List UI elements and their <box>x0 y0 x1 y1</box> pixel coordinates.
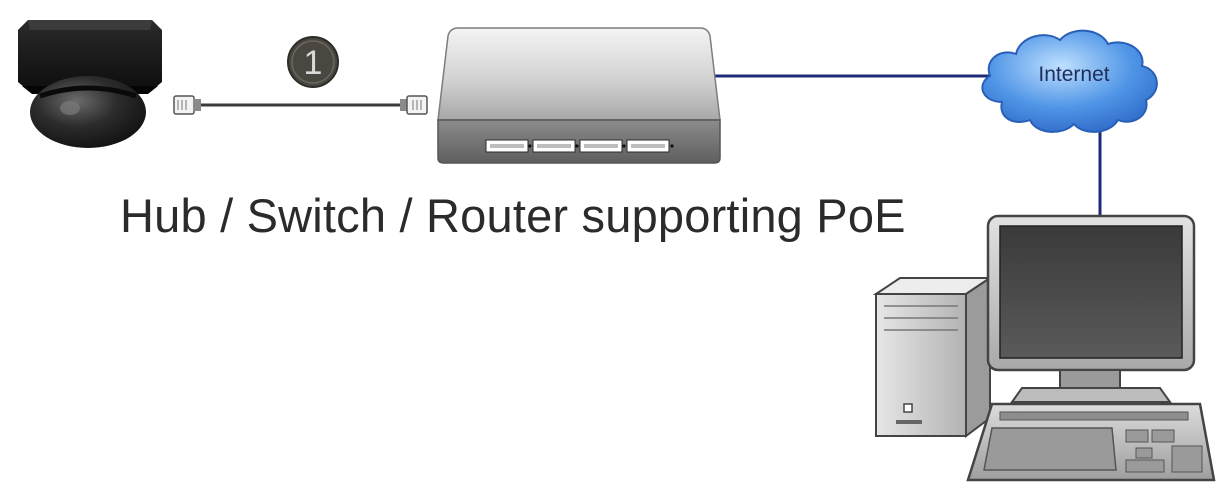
pc-keyboard <box>966 402 1216 482</box>
poe-switch-icon <box>437 27 721 164</box>
internet-cloud-icon: Internet <box>981 29 1158 133</box>
rj45-plug-right-icon <box>400 95 428 115</box>
cloud-label: Internet <box>1038 63 1109 86</box>
pc-tower <box>872 276 994 438</box>
switch-ports <box>485 139 674 153</box>
rj45-plug-left-icon <box>173 95 201 115</box>
step-marker-label: 1 <box>304 44 323 82</box>
pc-monitor <box>986 214 1196 403</box>
desktop-computer-icon <box>872 214 1216 482</box>
dome-camera-icon <box>18 20 162 148</box>
step-marker: 1 <box>287 36 339 88</box>
poe-cable <box>173 95 428 115</box>
device-caption: Hub / Switch / Router supporting PoE <box>120 189 906 242</box>
